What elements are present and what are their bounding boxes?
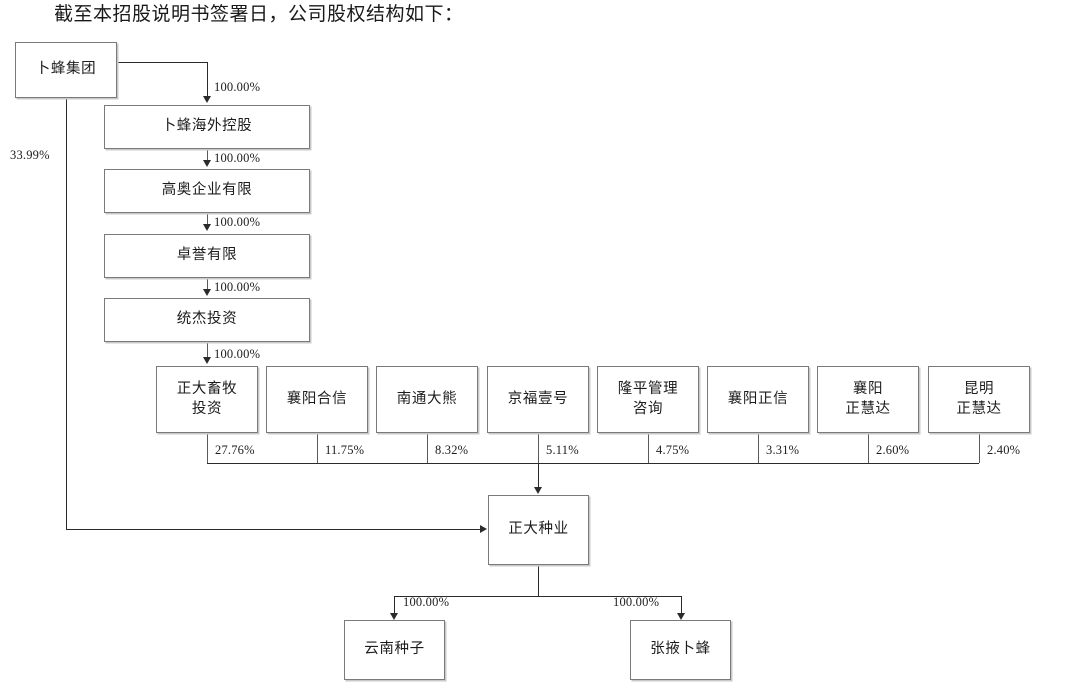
connector-issuer-down (538, 565, 539, 596)
node-shareholder-1-label: 襄阳合信 (286, 390, 348, 407)
node-chain-2[interactable]: 卓誉有限 (104, 234, 310, 278)
connector-chain-2-3 (207, 278, 208, 291)
node-shareholder-4-label: 隆平管理 咨询 (617, 381, 679, 417)
node-shareholder-0-label: 正大畜牧 投资 (176, 381, 238, 417)
connector-parent-to-chain-v (207, 62, 208, 98)
connector-bus-to-issuer (538, 463, 539, 489)
connector-shareholder-1-drop (317, 433, 318, 463)
node-chain-0-label: 卜蜂海外控股 (161, 118, 253, 135)
node-shareholder-5[interactable]: 襄阳正信 (707, 366, 809, 433)
connector-parent-direct-h (66, 529, 481, 530)
connector-chain-0-1 (207, 149, 208, 162)
connector-subsidiary-0-drop (394, 596, 395, 616)
arrowhead-subsidiary-1 (677, 613, 685, 620)
pct-parent-direct: 33.99% (10, 148, 50, 162)
node-issuer[interactable]: 正大种业 (488, 495, 589, 565)
node-chain-0[interactable]: 卜蜂海外控股 (104, 105, 310, 149)
node-parent-label: 卜蜂集团 (35, 61, 97, 78)
pct-shareholder-3: 5.11% (546, 443, 579, 457)
arrowhead-bus-to-issuer (534, 487, 542, 494)
pct-shareholder-7: 2.40% (987, 443, 1021, 457)
arrowhead-chain-1-2 (203, 224, 211, 231)
pct-shareholder-0: 27.76% (215, 443, 255, 457)
node-chain-2-label: 卓誉有限 (176, 247, 238, 264)
arrowhead-chain-to-shareholder (203, 357, 211, 364)
node-shareholder-7-label: 昆明 正慧达 (956, 381, 1002, 417)
connector-shareholder-bus (207, 463, 979, 464)
node-shareholder-3-label: 京福壹号 (507, 390, 569, 407)
node-chain-3-label: 统杰投资 (176, 311, 238, 328)
arrowhead-chain-2-3 (203, 289, 211, 296)
node-chain-3[interactable]: 统杰投资 (104, 298, 310, 342)
node-chain-1[interactable]: 高奥企业有限 (104, 169, 310, 213)
arrowhead-parent-direct (480, 525, 487, 533)
pct-shareholder-5: 3.31% (766, 443, 800, 457)
arrowhead-chain-0-1 (203, 160, 211, 167)
node-shareholder-0[interactable]: 正大畜牧 投资 (156, 366, 258, 433)
connector-chain-to-shareholder (207, 342, 208, 359)
node-shareholder-2-label: 南通大熊 (396, 390, 458, 407)
node-chain-1-label: 高奥企业有限 (161, 182, 253, 199)
node-subsidiary-1-label: 张掖卜蜂 (650, 641, 711, 658)
connector-subsidiary-1-drop (681, 596, 682, 616)
connector-shareholder-2-drop (427, 433, 428, 463)
node-shareholder-5-label: 襄阳正信 (727, 390, 789, 407)
pct-chain-2-3: 100.00% (214, 280, 261, 294)
connector-shareholder-3-drop (538, 433, 539, 463)
node-parent[interactable]: 卜蜂集团 (15, 42, 117, 98)
node-subsidiary-0[interactable]: 云南种子 (344, 620, 445, 680)
connector-parent-direct-v (66, 98, 67, 529)
page-caption: 截至本招股说明书签署日，公司股权结构如下： (54, 4, 464, 25)
pct-chain-0-1: 100.00% (214, 151, 261, 165)
node-issuer-label: 正大种业 (508, 521, 569, 538)
pct-shareholder-1: 11.75% (325, 443, 365, 457)
connector-shareholder-6-drop (868, 433, 869, 463)
arrowhead-parent-to-chain (203, 96, 211, 103)
connector-shareholder-0-drop (207, 433, 208, 463)
connector-chain-1-2 (207, 213, 208, 226)
node-shareholder-3[interactable]: 京福壹号 (487, 366, 589, 433)
pct-chain-1-2: 100.00% (214, 215, 261, 229)
arrowhead-subsidiary-0 (390, 613, 398, 620)
pct-chain-to-shareholder: 100.00% (214, 347, 261, 361)
node-shareholder-6-label: 襄阳 正慧达 (845, 381, 891, 417)
pct-shareholder-2: 8.32% (435, 443, 469, 457)
connector-subsidiary-bus (394, 596, 681, 597)
node-subsidiary-0-label: 云南种子 (364, 641, 425, 658)
connector-shareholder-4-drop (648, 433, 649, 463)
pct-shareholder-4: 4.75% (656, 443, 690, 457)
node-shareholder-6[interactable]: 襄阳 正慧达 (817, 366, 919, 433)
pct-subsidiary-1: 100.00% (613, 595, 660, 609)
pct-parent-to-chain: 100.00% (214, 80, 261, 94)
node-shareholder-2[interactable]: 南通大熊 (376, 366, 478, 433)
node-shareholder-4[interactable]: 隆平管理 咨询 (597, 366, 699, 433)
node-shareholder-1[interactable]: 襄阳合信 (266, 366, 368, 433)
connector-parent-to-chain-h (117, 62, 208, 63)
node-shareholder-7[interactable]: 昆明 正慧达 (928, 366, 1030, 433)
connector-shareholder-7-drop (979, 433, 980, 463)
pct-shareholder-6: 2.60% (876, 443, 910, 457)
pct-subsidiary-0: 100.00% (403, 595, 450, 609)
connector-shareholder-5-drop (758, 433, 759, 463)
node-subsidiary-1[interactable]: 张掖卜蜂 (630, 620, 731, 680)
